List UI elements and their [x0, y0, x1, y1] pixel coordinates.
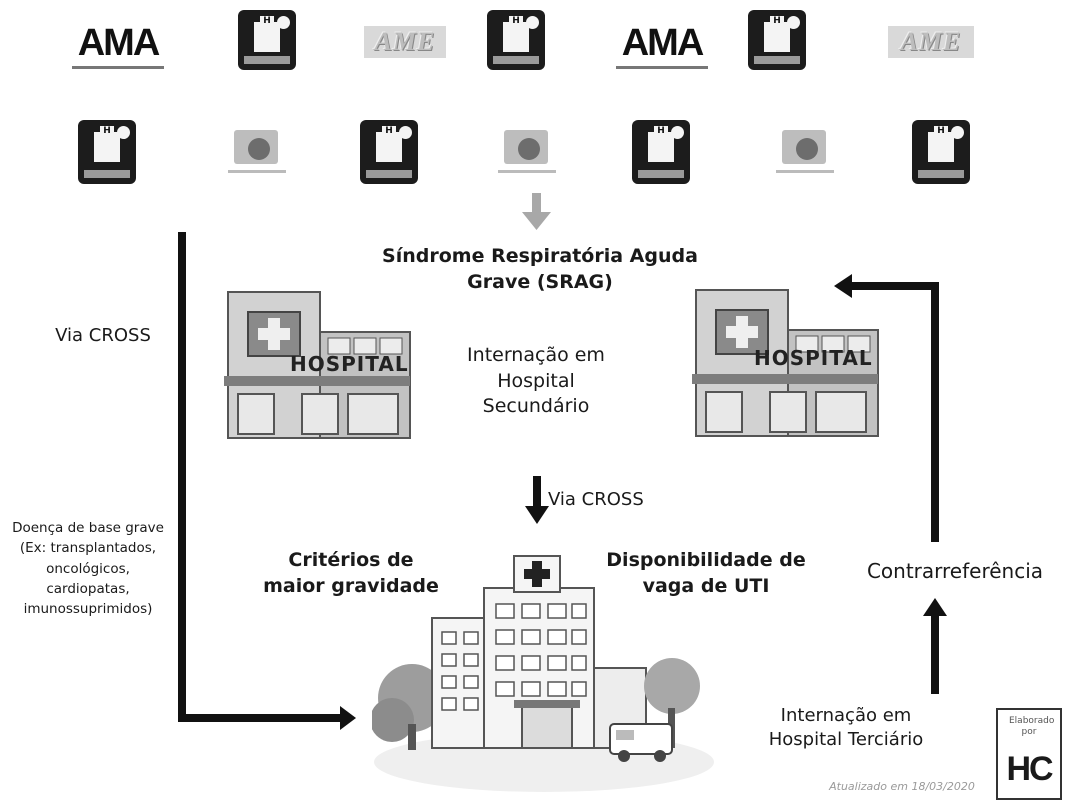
pronto-atendimento-icon: H	[360, 120, 418, 184]
left-route-arrow	[178, 232, 356, 730]
hospital-sign: HOSPITAL	[290, 352, 409, 376]
hospital-sign: HOSPITAL	[754, 346, 873, 370]
pronto-atendimento-icon: H	[748, 10, 806, 70]
criteria-severity-label: Critérios de maior gravidade	[263, 549, 439, 597]
ame-logo: AME	[888, 26, 974, 58]
ama-logo: AMA	[616, 22, 708, 72]
hc-logo-box: Elaborado por HC	[996, 708, 1062, 800]
hc-logo: HC	[1006, 749, 1053, 788]
ubs-icon	[776, 124, 834, 180]
tertiary-up-arrow	[923, 598, 947, 694]
gray-down-arrow	[522, 193, 551, 230]
ame-logo: AME	[364, 26, 446, 58]
secondary-hospital-label: Internação em Hospital Secundário	[467, 344, 605, 418]
ubs-icon	[228, 124, 286, 180]
via-cross-center-label: Via CROSS	[548, 489, 644, 510]
via-cross-left-label: Via CROSS	[55, 325, 151, 346]
pronto-atendimento-icon: H	[632, 120, 690, 184]
counter-referral-label: Contrarreferência	[866, 559, 1044, 583]
counter-referral-arrow	[834, 274, 939, 542]
pronto-atendimento-icon: H	[238, 10, 296, 70]
secondary-hospital-illustration	[224, 291, 411, 439]
base-disease-label: Doença de base grave (Ex: transplantados…	[12, 520, 164, 617]
elaborated-by-text: Elaborado por	[1009, 716, 1055, 737]
return-hospital-illustration	[692, 289, 879, 437]
updated-date: Atualizado em 18/03/2020	[829, 780, 975, 793]
ubs-icon	[498, 124, 556, 180]
tertiary-hospital-label: Internação em Hospital Terciário	[768, 705, 924, 751]
pronto-atendimento-icon: H	[78, 120, 136, 184]
pronto-atendimento-icon: H	[487, 10, 545, 70]
tertiary-hospital-illustration	[372, 555, 714, 792]
srag-title: Síndrome Respiratória Aguda Grave (SRAG)	[382, 245, 698, 293]
center-down-arrow	[525, 476, 549, 524]
pronto-atendimento-icon: H	[912, 120, 970, 184]
icu-availability-label: Disponibilidade de vaga de UTI	[606, 549, 806, 597]
ama-logo: AMA	[72, 22, 164, 72]
